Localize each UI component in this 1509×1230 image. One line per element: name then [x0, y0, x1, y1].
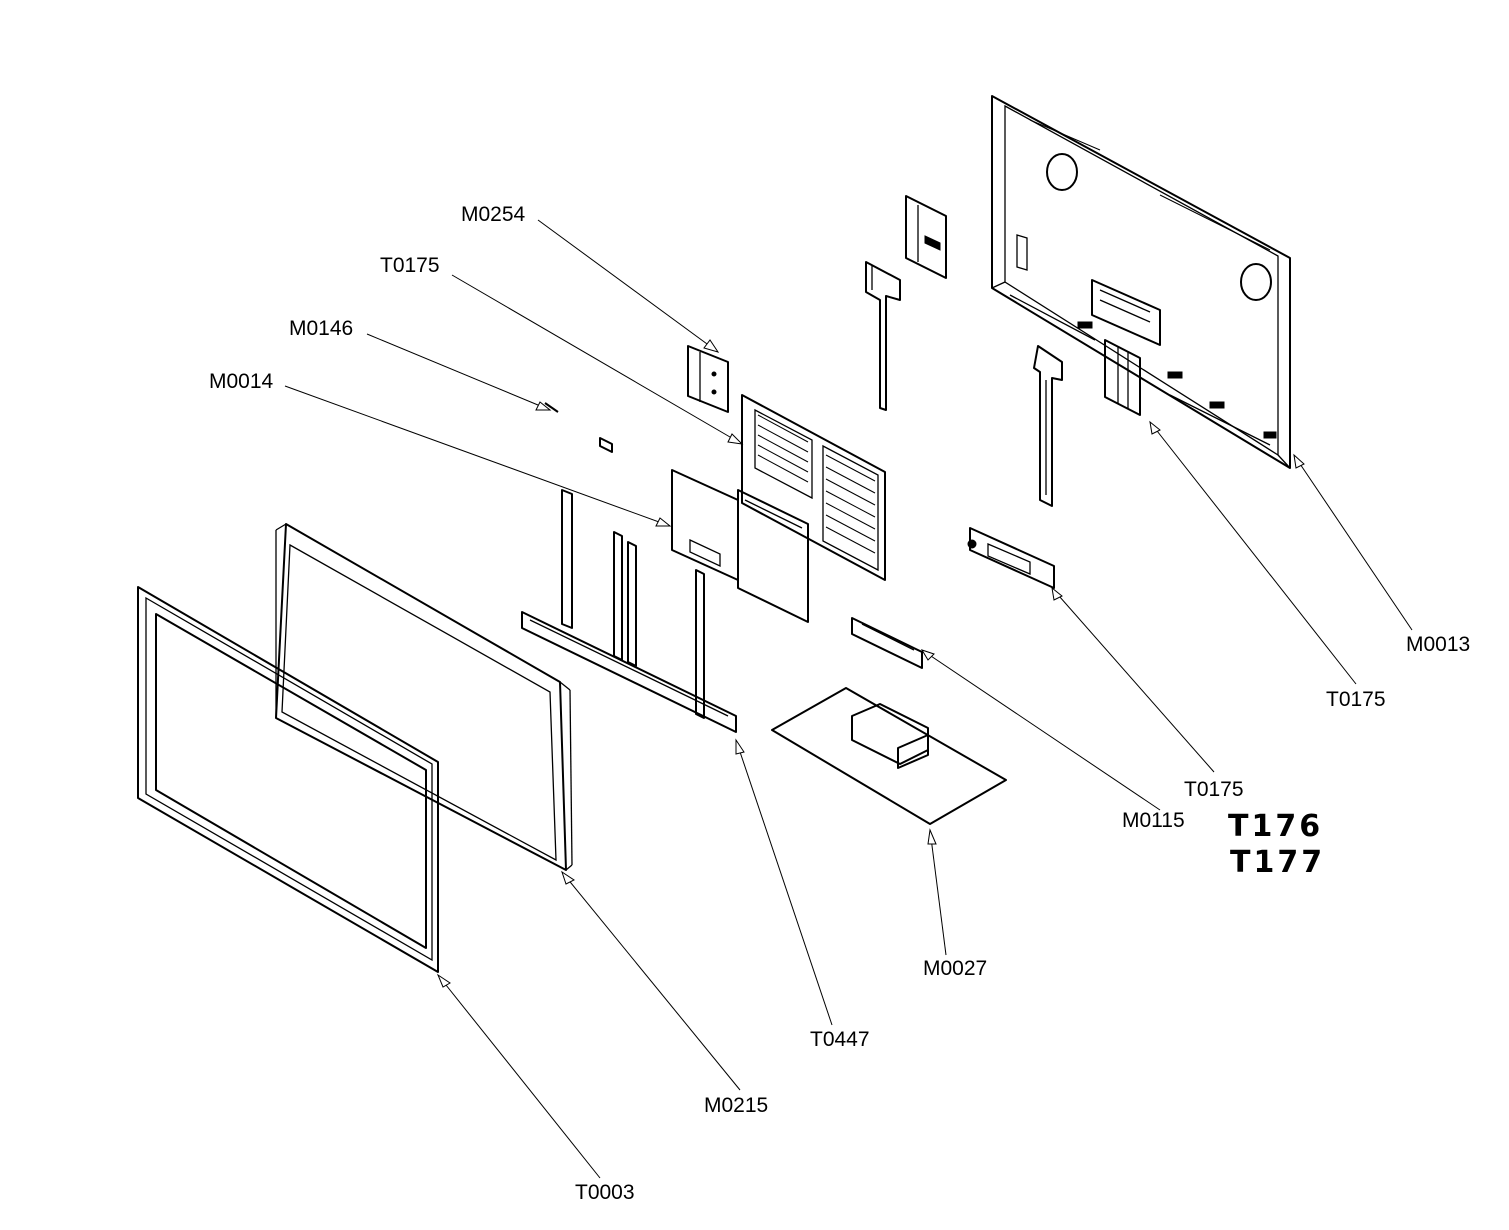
front-bezel: [137, 586, 439, 973]
leader-lines: [284, 219, 1413, 1179]
bottom-bracket-bar: [521, 611, 737, 733]
stand-base: [771, 687, 1007, 825]
label-t0447: T0447: [810, 1028, 870, 1051]
rear-cabinet: [991, 95, 1291, 469]
handwritten-notes: T176 T177: [1228, 809, 1325, 880]
label-m0027: M0027: [923, 957, 987, 980]
screws: [544, 402, 613, 453]
connector-bracket: [851, 617, 923, 669]
label-t0175-top: T0175: [380, 254, 440, 277]
rear-bracket: [1104, 339, 1141, 416]
side-board: [967, 527, 1055, 589]
label-t0175-lower: T0175: [1184, 778, 1244, 801]
pcb-board: [671, 469, 739, 581]
label-m0254: M0254: [461, 203, 526, 226]
support-rails: [561, 489, 705, 719]
label-m0014: M0014: [209, 370, 274, 393]
label-m0215: M0215: [704, 1094, 768, 1117]
cover-panel: [737, 489, 809, 623]
small-bracket: [687, 345, 729, 413]
chassis-hatching: [757, 414, 876, 554]
main-chassis: [741, 394, 886, 581]
label-m0013: M0013: [1406, 633, 1470, 656]
side-brackets: [865, 195, 1063, 507]
label-t0175-right: T0175: [1326, 688, 1386, 711]
handwritten-note-1: T176: [1228, 809, 1323, 844]
label-m0115: M0115: [1122, 809, 1185, 832]
handwritten-note-2: T177: [1230, 845, 1325, 880]
label-m0146: M0146: [289, 317, 353, 340]
lcd-panel: [275, 523, 573, 871]
callout-labels: M0254 T0175 M0146 M0014 M0013 T0175 T017…: [209, 203, 1470, 1204]
label-t0003: T0003: [575, 1181, 635, 1204]
